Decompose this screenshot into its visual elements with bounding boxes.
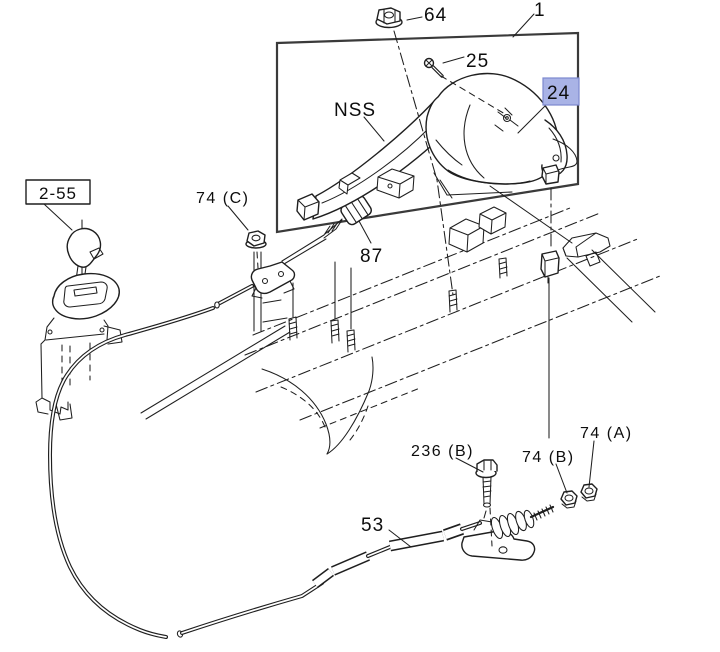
part-callout-74c[interactable]: 74 (C) [196,190,249,207]
nut-74a-icon [580,483,598,502]
nut-74b-icon [560,490,578,509]
chassis-floor-drawing [140,185,661,455]
callout-24-highlight [542,77,580,106]
callout-labels: 64 1 25 NSS 24 2-55 74 (C) 87 236 (B) 74… [25,0,633,536]
handbrake-lever-drawing [296,72,568,221]
figure-ref-2-55[interactable]: 2-55 [39,184,77,203]
harness-connector-drawing [540,138,578,439]
inset-box [275,31,580,234]
shifter-assembly-drawing [35,219,123,421]
flange-nut-64-icon [375,7,403,29]
figure-ref-box [25,179,91,205]
part-callout-74b[interactable]: 74 (B) [522,449,575,466]
rear-cable-drawing [176,504,555,638]
part-callout-74a[interactable]: 74 (A) [580,425,633,442]
nut-74c-icon [245,230,267,249]
part-callout-87[interactable]: 87 [360,246,383,267]
screw-25-icon [423,57,444,78]
part-callout-25[interactable]: 25 [466,51,489,72]
leader-lines [43,13,595,548]
part-callout-53[interactable]: 53 [361,515,384,536]
bolt-236b-icon [475,459,498,508]
part-callout-236b[interactable]: 236 (B) [411,443,474,460]
part-callout-1[interactable]: 1 [534,0,546,21]
part-callout-24[interactable]: 24 [547,83,570,104]
nss-label: NSS [334,100,376,121]
part-callout-64[interactable]: 64 [424,5,447,26]
